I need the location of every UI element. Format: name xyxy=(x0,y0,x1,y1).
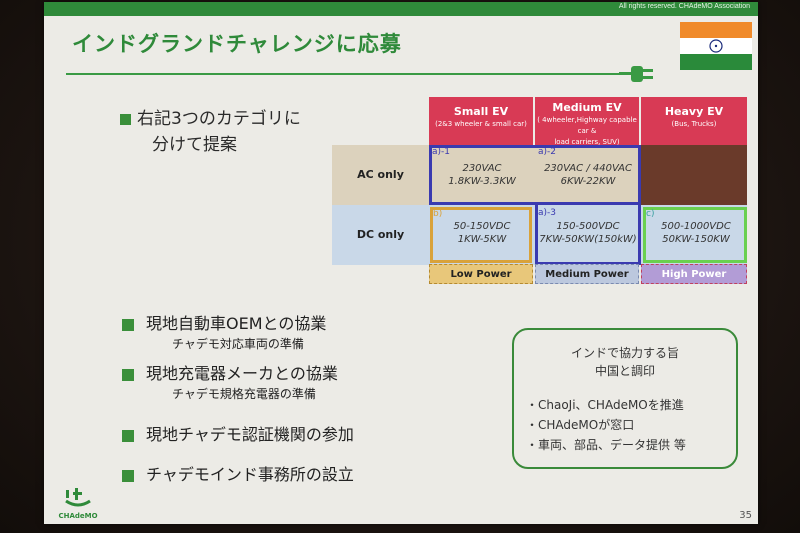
info-title-2: 中国と調印 xyxy=(594,364,655,378)
title-underline xyxy=(66,73,621,75)
chademo-logo-icon xyxy=(65,488,91,507)
dc-heavy-box xyxy=(643,207,747,263)
cell-label-a1: a)-1 xyxy=(432,147,450,157)
col-header-small-ev: Small EV (2&3 wheeler & small car) xyxy=(429,97,533,152)
bullet-square-icon xyxy=(122,429,134,442)
lead-line-2: 分けて提案 xyxy=(152,135,237,155)
dc-medium-box xyxy=(535,205,641,265)
cell-label-b: b) xyxy=(433,209,443,219)
india-flag-icon xyxy=(680,22,752,70)
bullet-2: 現地充電器メーカとの協業 xyxy=(122,360,338,384)
info-item-1: ・ChaoJi、CHAdeMOを推進 xyxy=(526,398,684,412)
slide: All rights reserved. CHAdeMO Association… xyxy=(44,2,758,524)
logo-text: CHAdeMO xyxy=(58,512,98,520)
info-item-3: ・車両、部品、データ提供 等 xyxy=(526,438,686,452)
bullet-square-icon xyxy=(122,469,134,482)
info-item-2: ・CHAdeMOが窓口 xyxy=(526,418,635,432)
plug-icon xyxy=(619,66,653,82)
bullet-1-sub: チャデモ対応車両の準備 xyxy=(172,337,304,351)
lead-text: 右記3つのカテゴリに 分けて提案 xyxy=(120,106,301,158)
info-title-1: インドで協力する旨 xyxy=(570,346,679,360)
cell-label-a2: a)-2 xyxy=(538,147,556,157)
col-header-medium-ev: Medium EV ( 4wheeler,Highway capable car… xyxy=(535,97,639,152)
footer-low-power: Low Power xyxy=(429,264,533,284)
bullet-square-icon xyxy=(122,368,134,381)
footer-high-power: High Power xyxy=(641,264,747,284)
ac-small-medium-box xyxy=(429,145,641,205)
cell-label-c: c) xyxy=(646,209,655,219)
lead-line-1: 右記3つのカテゴリに xyxy=(137,109,301,129)
dc-small-box xyxy=(430,207,532,263)
heavy-ac-cell xyxy=(641,145,747,205)
bullet-3: 現地チャデモ認証機関の参加 xyxy=(122,421,354,445)
bullet-square-icon xyxy=(122,318,134,331)
row-label-dc: DC only xyxy=(332,205,429,265)
col-header-heavy-ev: Heavy EV (Bus, Trucks) xyxy=(641,97,747,152)
bullet-square-icon xyxy=(120,113,131,125)
page-number: 35 xyxy=(739,510,752,521)
row-label-ac: AC only xyxy=(332,145,429,205)
slide-title: インドグランドチャレンジに応募 xyxy=(72,32,402,56)
chademo-logo: CHAdeMO xyxy=(58,488,98,520)
bullet-1: 現地自動車OEMとの協業 xyxy=(122,310,326,334)
bullet-2-sub: チャデモ規格充電器の準備 xyxy=(172,387,316,401)
bullet-4: チャデモインド事務所の設立 xyxy=(122,461,354,485)
top-bar: All rights reserved. CHAdeMO Association xyxy=(44,2,758,16)
copyright-text: All rights reserved. CHAdeMO Association xyxy=(618,3,750,10)
info-box: インドで協力する旨 中国と調印 ・ChaoJi、CHAdeMOを推進 ・CHAd… xyxy=(512,328,738,469)
footer-medium-power: Medium Power xyxy=(535,264,639,284)
cell-label-a3: a)-3 xyxy=(538,208,556,218)
